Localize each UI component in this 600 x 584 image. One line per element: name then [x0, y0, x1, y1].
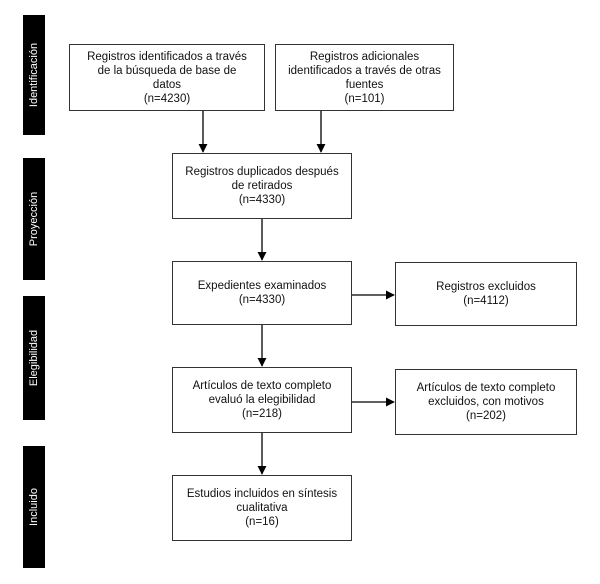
box-database-records-line1: Registros identificados a través: [87, 50, 247, 63]
phase-screening: Proyección: [23, 158, 45, 280]
box-database-records: Registros identificados a través de la b…: [69, 44, 265, 111]
box-other-sources-line2: identificados a través de otras: [288, 64, 441, 77]
box-other-sources-line1: Registros adicionales: [309, 50, 420, 63]
box-records-excluded-count: (n=4112): [463, 295, 509, 307]
box-database-records-line2: de la búsqueda de base de: [97, 64, 237, 77]
phase-identification: Identificación: [23, 15, 45, 135]
box-records-excluded-line1: Registros excluidos: [436, 281, 536, 293]
phase-included: Incluido: [23, 446, 45, 568]
box-fulltext-excluded-line1: Artículos de texto completo: [416, 382, 556, 394]
box-included-studies-line2: cualitativa: [236, 502, 288, 514]
box-included-studies-count: (n=16): [245, 516, 279, 528]
box-fulltext-excluded-count: (n=202): [466, 410, 506, 422]
box-fulltext-assessed: Artículos de texto completo evaluó la el…: [172, 367, 352, 433]
box-included-studies: Estudios incluidos en síntesis cualitati…: [172, 475, 352, 541]
box-other-sources: Registros adicionales identificados a tr…: [275, 44, 454, 111]
box-duplicates-removed-line2: de retirados: [231, 180, 293, 192]
box-included-studies-line1: Estudios incluidos en síntesis: [186, 488, 338, 500]
box-fulltext-excluded: Artículos de texto completo excluidos, c…: [395, 369, 577, 435]
box-other-sources-line3: fuentes: [345, 78, 384, 91]
box-database-records-line3: datos: [152, 78, 182, 91]
box-fulltext-assessed-line1: Artículos de texto completo: [192, 380, 332, 392]
box-database-records-count: (n=4230): [143, 92, 191, 105]
box-fulltext-excluded-line2: excluidos, con motivos: [428, 396, 544, 408]
box-duplicates-removed: Registros duplicados después de retirado…: [172, 153, 352, 219]
box-screened-count: (n=4330): [238, 294, 286, 306]
box-fulltext-assessed-count: (n=218): [242, 408, 282, 420]
phase-eligibility: Elegibilidad: [23, 296, 45, 420]
box-duplicates-removed-count: (n=4330): [238, 194, 286, 206]
box-other-sources-count: (n=101): [344, 92, 385, 105]
box-fulltext-assessed-line2: evaluó la elegibilidad: [208, 394, 316, 406]
box-screened: Expedientes examinados (n=4330): [172, 261, 352, 325]
box-records-excluded: Registros excluidos (n=4112): [395, 262, 577, 326]
box-screened-line1: Expedientes examinados: [197, 280, 327, 292]
box-duplicates-removed-line1: Registros duplicados después: [185, 166, 339, 178]
